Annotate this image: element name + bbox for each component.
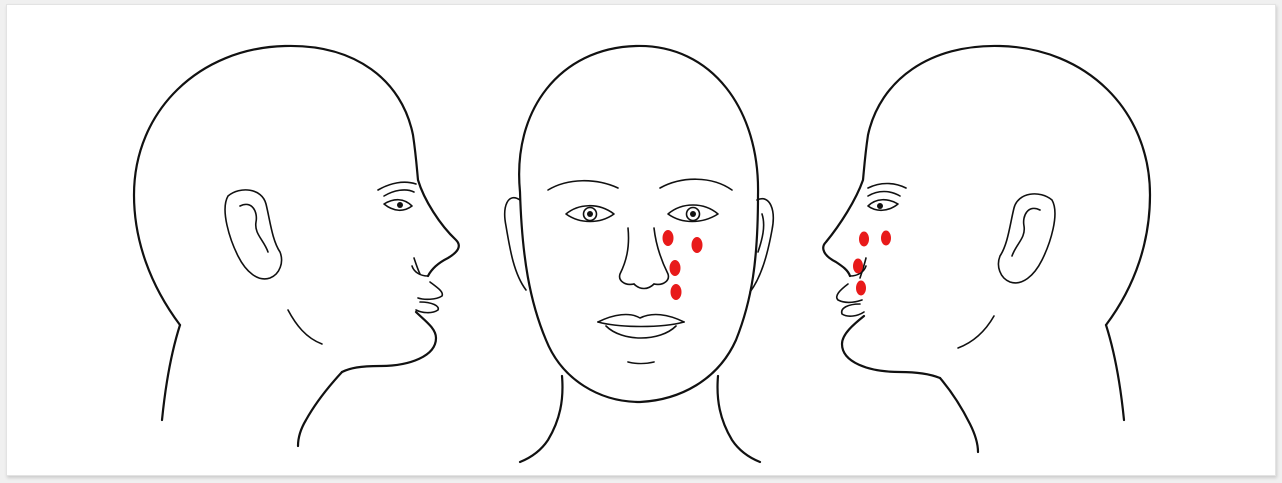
front-eyebrow-left <box>548 181 618 190</box>
marker-right-2 <box>881 231 891 246</box>
head-left-profile <box>134 46 459 446</box>
right-profile-jaw <box>958 316 994 348</box>
markers <box>663 230 892 300</box>
front-face-outline <box>519 46 758 402</box>
left-profile-chin <box>342 312 436 372</box>
marker-right-3 <box>853 259 863 274</box>
left-profile-skull <box>134 46 459 325</box>
right-profile-lip-lower <box>842 304 864 316</box>
front-neck-left <box>520 376 562 462</box>
front-nose-left <box>620 228 634 284</box>
front-chin-mark <box>628 362 654 364</box>
front-nostrils <box>634 284 654 289</box>
right-profile-ear-inner <box>1012 208 1040 256</box>
marker-right-1 <box>859 232 869 247</box>
front-neck-right <box>718 376 760 462</box>
left-profile-eyebrow-2 <box>384 190 414 196</box>
front-lip-lower <box>606 326 676 338</box>
right-profile-neck-front <box>940 378 978 452</box>
right-profile-neck-back <box>1106 325 1124 420</box>
left-profile-jaw <box>288 310 322 344</box>
left-profile-neck-back <box>162 325 180 420</box>
marker-right-4 <box>856 281 866 296</box>
left-profile-ear-inner <box>240 204 268 252</box>
right-profile-chin <box>842 316 940 378</box>
front-ear-right-inner <box>758 214 764 252</box>
marker-front-2 <box>692 237 703 253</box>
front-lip-upper <box>598 315 684 322</box>
left-profile-eyebrow <box>378 182 416 190</box>
front-pupil-left <box>587 211 593 217</box>
head-right-profile <box>823 46 1150 452</box>
left-profile-lip-lower <box>416 302 438 313</box>
front-lip-line <box>598 322 684 327</box>
right-profile-eyebrow <box>868 184 906 189</box>
left-profile-lip-upper <box>418 282 442 299</box>
head-front <box>505 46 773 462</box>
marker-front-3 <box>670 260 681 276</box>
left-profile-pupil <box>397 202 403 208</box>
left-profile-ear <box>225 190 281 279</box>
left-profile-neck-front <box>298 372 342 446</box>
right-profile-ear <box>998 194 1054 283</box>
front-eyebrow-right <box>660 179 732 190</box>
right-profile-pupil <box>877 203 883 209</box>
right-profile-eyebrow-2 <box>868 192 900 197</box>
marker-front-4 <box>671 284 682 300</box>
front-pupil-right <box>690 211 696 217</box>
right-profile-eye <box>868 200 898 211</box>
marker-front-1 <box>663 230 674 246</box>
